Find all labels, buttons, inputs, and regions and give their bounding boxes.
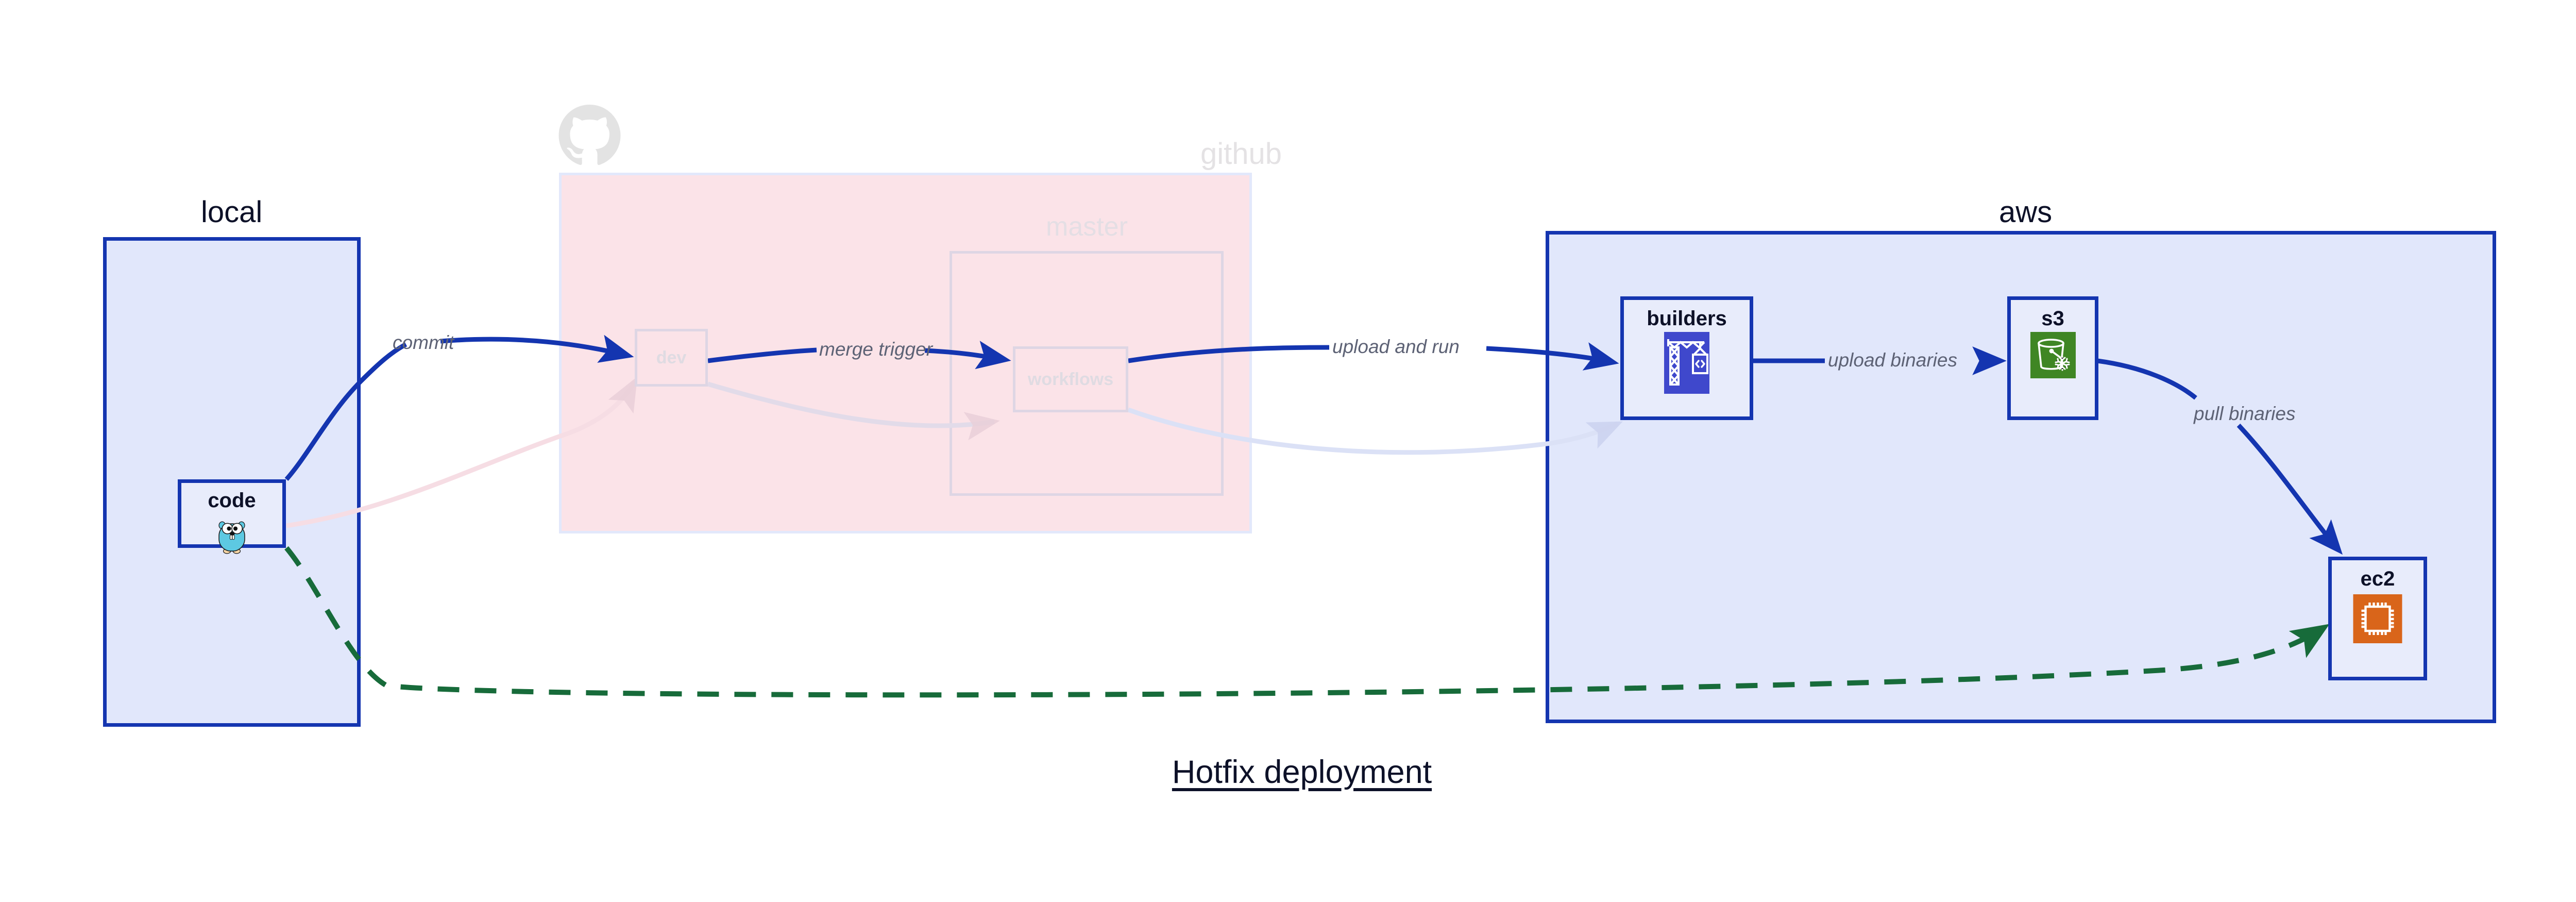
group-github	[559, 173, 1252, 533]
node-code[interactable]: code	[178, 479, 286, 554]
edge-label-commit: commit	[393, 332, 454, 353]
group-label-github: github	[1200, 137, 1282, 171]
node-label-workflows: workflows	[1027, 370, 1114, 389]
group-label-local: local	[201, 195, 263, 229]
node-ec2[interactable]: ec2	[2328, 557, 2427, 680]
edge-label-pull-binaries: pull binaries	[2194, 403, 2296, 424]
aws-ec2-chip-icon	[2353, 594, 2402, 646]
node-builders[interactable]: builders	[1620, 296, 1753, 420]
diagram-title: Hotfix deployment	[1172, 754, 1432, 790]
node-label-code: code	[208, 489, 256, 512]
node-workflows[interactable]: workflows	[1013, 346, 1128, 412]
github-octocat-icon	[558, 105, 621, 166]
edge-label-upload-and-run: upload and run	[1332, 336, 1460, 357]
subgroup-label-master: master	[1046, 212, 1128, 242]
subgroup-master	[950, 251, 1224, 496]
aws-codebuild-crane-icon	[1664, 332, 1709, 396]
aws-s3-bucket-glacier-icon	[2030, 332, 2076, 381]
node-label-builders: builders	[1647, 307, 1727, 330]
edge-label-merge-trigger: merge trigger	[819, 339, 933, 360]
node-s3[interactable]: s3	[2007, 296, 2098, 420]
node-label-dev: dev	[656, 348, 687, 368]
group-label-aws: aws	[1999, 195, 2053, 229]
go-gopher-icon	[212, 515, 252, 558]
node-label-s3: s3	[2041, 307, 2064, 330]
node-label-ec2: ec2	[2360, 567, 2395, 590]
node-dev[interactable]: dev	[635, 329, 708, 387]
edge-label-upload-binaries: upload binaries	[1828, 349, 1957, 371]
